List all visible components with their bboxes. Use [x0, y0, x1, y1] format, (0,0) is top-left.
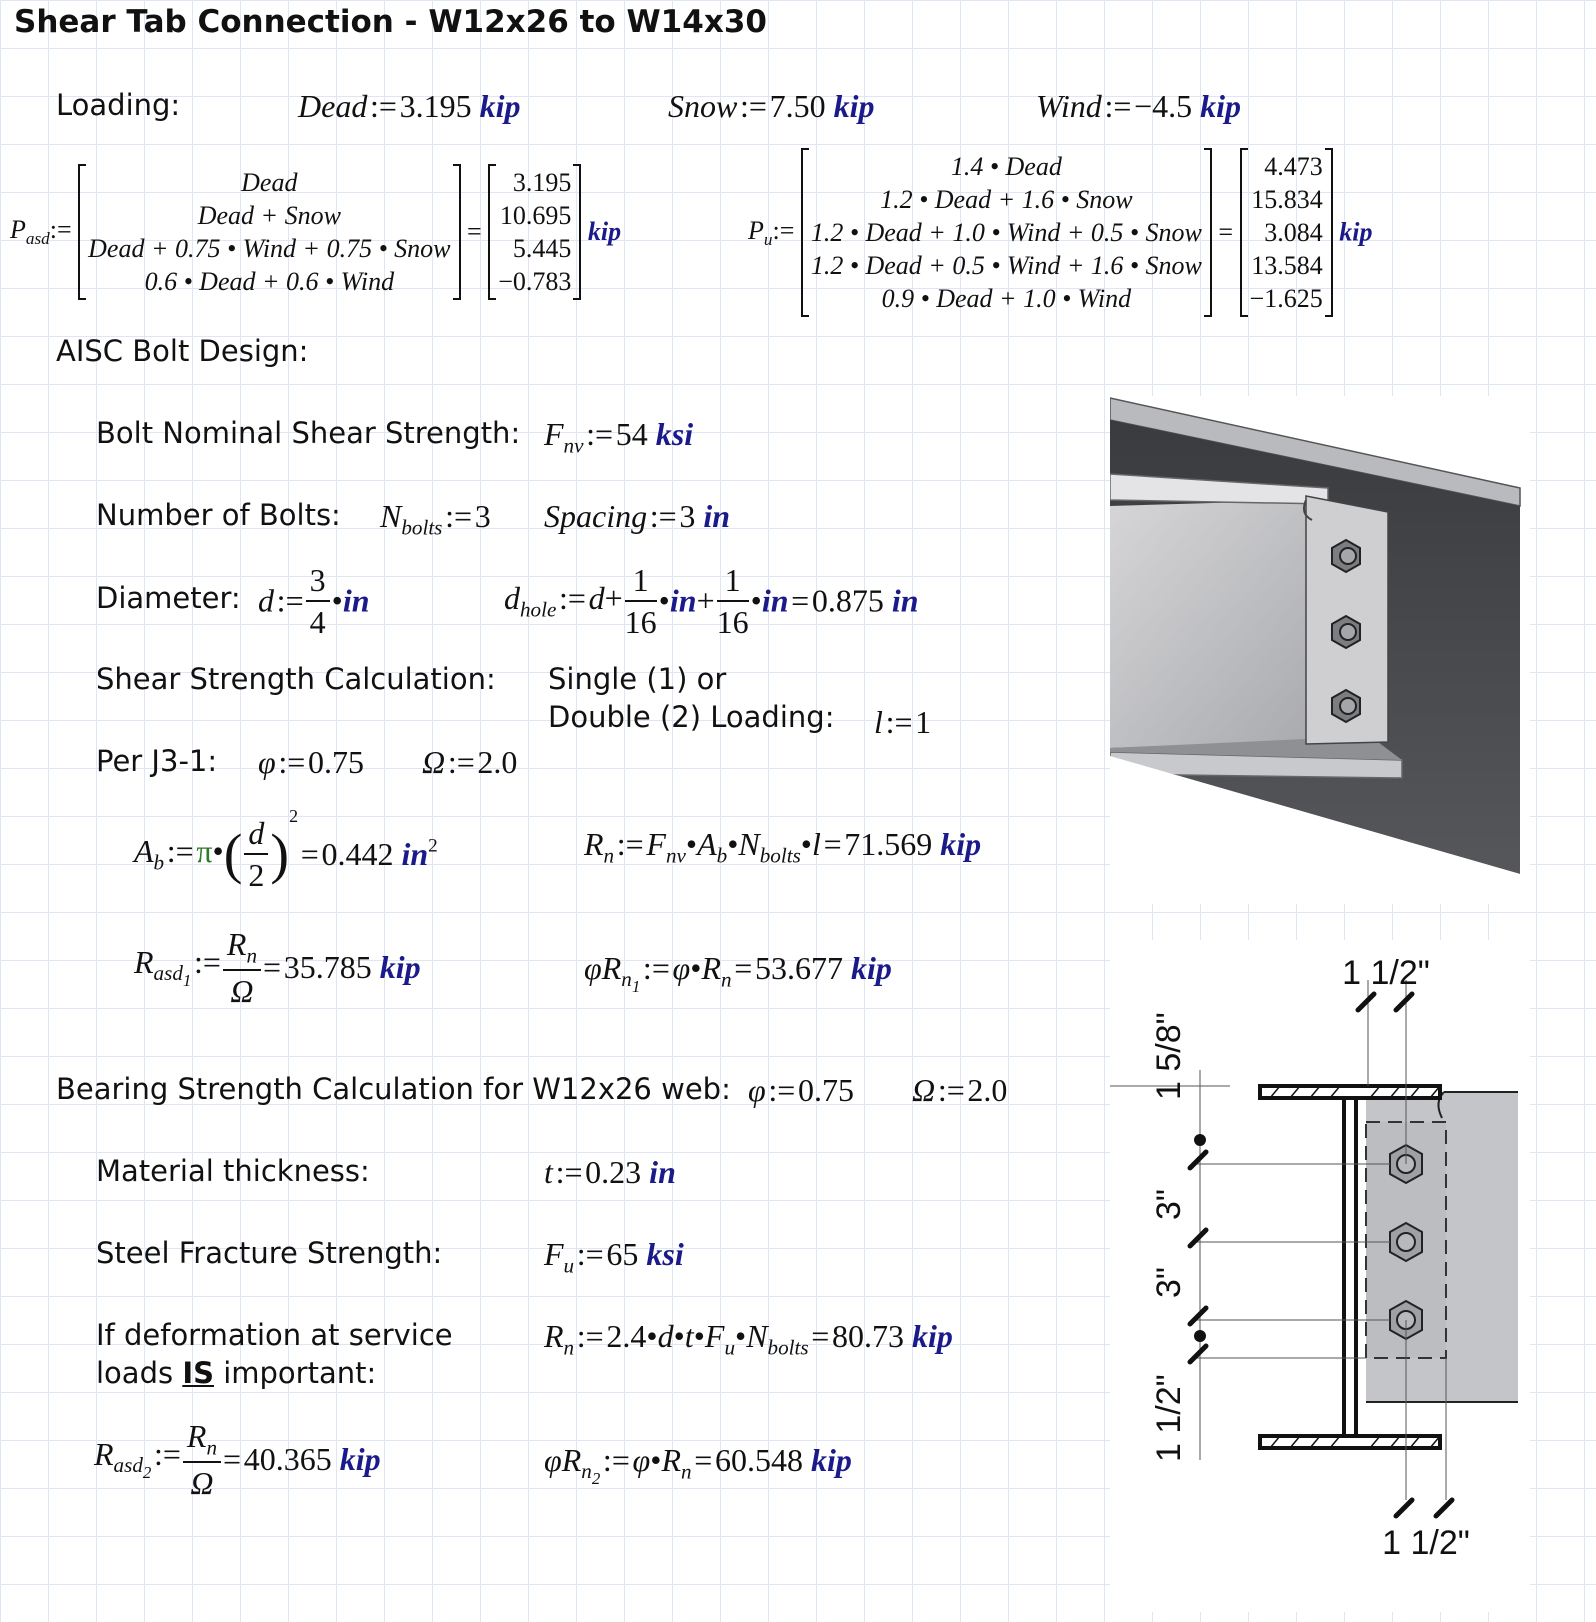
diameter-label: Diameter: [96, 581, 241, 615]
bearing-heading: Bearing Strength Calculation for W12x26 … [56, 1072, 731, 1106]
bolt-design-heading: AISC Bolt Design: [56, 334, 309, 368]
bearing-rn-definition: Rn := 2.4•d•t•Fu•Nbolts = 80.73 kip [544, 1318, 953, 1360]
bolt-icon [1331, 614, 1361, 650]
bolt-icon [1389, 1221, 1423, 1263]
page-title: Shear Tab Connection - W12x26 to W14x30 [14, 4, 767, 40]
pasd-value-matrix: 3.195 10.695 5.445 −0.783 [488, 164, 582, 300]
dim-spacing-1: 3" [1150, 1189, 1188, 1220]
loading-type-label-1: Single (1) or [548, 662, 727, 696]
bolt-icon [1331, 538, 1361, 574]
per-j3-1-label: Per J3-1: [96, 744, 218, 778]
thickness-definition: t := 0.23 in [544, 1154, 676, 1190]
pu-expression-matrix: 1.4 • Dead 1.2 • Dead + 1.6 • Snow 1.2 •… [800, 148, 1212, 317]
shear-strength-label: Shear Strength Calculation: [96, 662, 496, 696]
dim-edge-bottom: 1 1/2" [1150, 1374, 1188, 1462]
thickness-label: Material thickness: [96, 1154, 370, 1188]
dim-bottom: 1 1/2" [1382, 1524, 1470, 1562]
wind-definition: Wind := −4.5 kip [1036, 88, 1241, 124]
omega-definition: Ω := 2.0 [422, 744, 518, 780]
phirn2-definition: φRn2 := φ•Rn = 60.548 kip [544, 1442, 852, 1489]
snow-definition: Snow := 7.50 kip [668, 88, 875, 124]
loading-type-label-2: Double (2) Loading: [548, 700, 835, 734]
bearing-omega-definition: Ω := 2.0 [912, 1072, 1008, 1108]
pu-equation: Pu:= 1.4 • Dead 1.2 • Dead + 1.6 • Snow … [748, 148, 1373, 317]
phi-definition: φ := 0.75 [258, 744, 364, 780]
pasd-equation: Pasd:= Dead Dead + Snow Dead + 0.75 • Wi… [10, 164, 622, 300]
deformation-label-1: If deformation at service [96, 1318, 453, 1352]
l-definition: l := 1 [874, 704, 932, 740]
bearing-phi-definition: φ := 0.75 [748, 1072, 854, 1108]
rn-definition: Rn := Fnv•Ab•Nbolts•l = 71.569 kip [584, 826, 982, 868]
fu-label: Steel Fracture Strength: [96, 1236, 443, 1270]
dead-definition: Dead := 3.195 kip [298, 88, 521, 124]
fnv-label: Bolt Nominal Shear Strength: [96, 416, 521, 450]
nbolts-label: Number of Bolts: [96, 498, 341, 532]
connection-detail-drawing: 1 1/2" 1 1/2" 1 5/8" 3" 3" 1 1/2" [1110, 940, 1530, 1612]
spacing-definition: Spacing := 3 in [544, 498, 731, 534]
pasd-expression-matrix: Dead Dead + Snow Dead + 0.75 • Wind + 0.… [78, 164, 461, 300]
bolt-icon [1331, 688, 1361, 724]
dim-spacing-2: 3" [1150, 1267, 1188, 1298]
dim-edge-top: 1 5/8" [1150, 1012, 1188, 1100]
nbolts-definition: Nbolts := 3 [380, 498, 491, 540]
phirn1-definition: φRn1 := φ•Rn = 53.677 kip [584, 950, 892, 997]
dim-top: 1 1/2" [1342, 954, 1430, 992]
deformation-label-2: loads IS important: [96, 1356, 377, 1390]
fu-definition: Fu := 65 ksi [544, 1236, 684, 1278]
pu-value-matrix: 4.473 15.834 3.084 13.584 −1.625 [1239, 148, 1333, 317]
fnv-definition: Fnv := 54 ksi [544, 416, 694, 458]
connection-3d-render [1110, 396, 1530, 904]
loading-label: Loading: [56, 88, 181, 122]
